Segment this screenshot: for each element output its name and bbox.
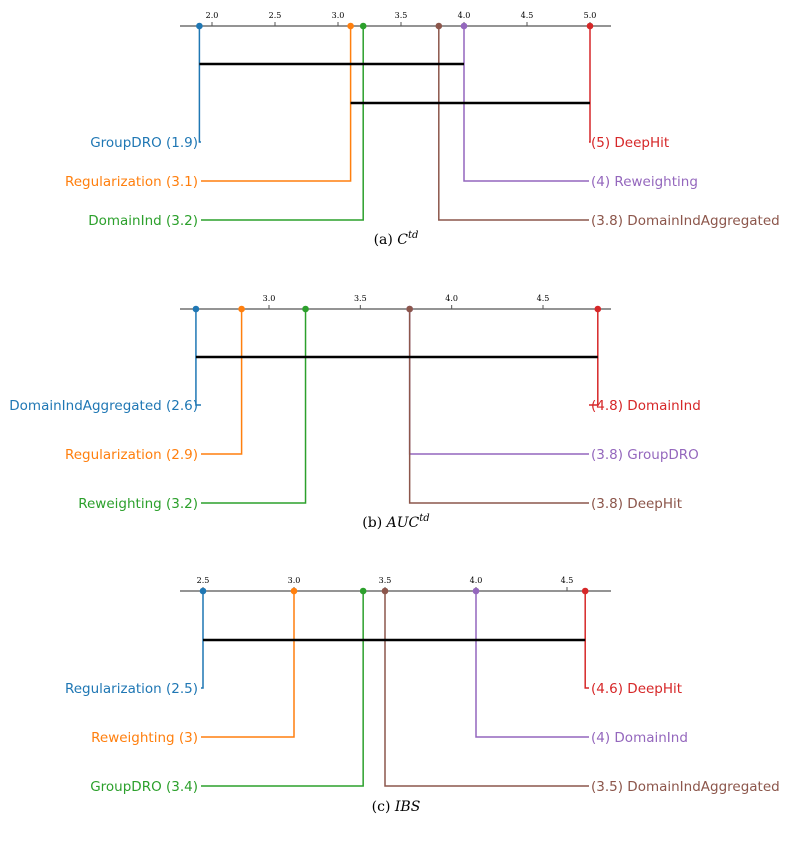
method-connector	[384, 591, 589, 787]
caption-metric: IBS	[394, 799, 420, 815]
tick-label: 2.5	[269, 11, 282, 20]
tick-label: 2.5	[197, 576, 210, 585]
rank-marker	[594, 305, 602, 313]
method-connector	[201, 309, 243, 455]
rank-marker	[192, 305, 200, 313]
tick-label: 5.0	[584, 11, 597, 20]
method-connector	[408, 309, 589, 504]
rank-marker	[435, 22, 443, 30]
method-label: (4) Reweighting	[591, 174, 698, 190]
method-connector	[201, 591, 204, 689]
tick-label: 3.0	[288, 576, 301, 585]
method-label: (4.6) DeepHit	[591, 681, 682, 697]
method-label: (3.8) DeepHit	[591, 496, 682, 512]
method-connector	[198, 26, 201, 143]
method-label: (3.8) DomainIndAggregated	[591, 213, 780, 229]
rank-marker	[238, 305, 245, 313]
rank-marker	[196, 22, 203, 30]
method-connector	[201, 309, 307, 504]
tick-label: 3.0	[263, 294, 276, 303]
method-label: (3.5) DomainIndAggregated	[591, 779, 780, 795]
method-label: (4) DomainInd	[591, 730, 688, 746]
method-label: Regularization (3.1)	[65, 174, 198, 190]
caption-superscript: td	[419, 513, 429, 524]
method-connector	[475, 591, 589, 738]
tick-label: 4.0	[470, 576, 483, 585]
method-connector	[201, 26, 352, 182]
rank-marker	[359, 587, 367, 595]
method-label: Regularization (2.5)	[65, 681, 198, 697]
method-label: Reweighting (3.2)	[78, 496, 198, 512]
rank-marker	[359, 22, 367, 30]
rank-marker	[381, 587, 389, 595]
rank-marker	[460, 22, 468, 30]
method-label: DomainInd (3.2)	[88, 213, 198, 229]
method-label: GroupDRO (1.9)	[90, 135, 198, 151]
tick-label: 4.0	[458, 11, 471, 20]
tick-label: 2.0	[206, 11, 219, 20]
method-connector	[201, 591, 295, 738]
method-connector	[201, 26, 364, 221]
panel-caption: (b) AUCtd	[362, 513, 429, 531]
rank-marker	[302, 305, 309, 313]
tick-label: 4.5	[521, 11, 534, 20]
method-label: Regularization (2.9)	[65, 447, 198, 463]
method-connector	[438, 26, 589, 221]
caption-superscript: td	[408, 230, 418, 241]
caption-metric: C	[397, 232, 408, 248]
method-label: GroupDRO (3.4)	[90, 779, 198, 795]
caption-prefix: (b)	[362, 515, 386, 531]
rank-marker	[406, 305, 413, 313]
method-label: DomainIndAggregated (2.6)	[9, 398, 198, 414]
tick-label: 3.5	[395, 11, 408, 20]
method-connector	[463, 26, 589, 182]
tick-label: 4.5	[537, 294, 550, 303]
tick-label: 3.5	[354, 294, 367, 303]
caption-prefix: (c)	[372, 799, 395, 815]
method-label: Reweighting (3)	[91, 730, 198, 746]
rank-marker	[472, 587, 480, 595]
tick-label: 4.5	[561, 576, 574, 585]
method-connector	[589, 309, 599, 406]
method-label: (3.8) GroupDRO	[591, 447, 699, 463]
caption-prefix: (a)	[374, 232, 398, 248]
rank-marker	[586, 22, 594, 30]
rank-marker	[199, 587, 207, 595]
rank-marker	[581, 587, 589, 595]
method-connector	[195, 309, 201, 406]
method-connector	[408, 309, 589, 455]
rank-marker	[290, 587, 298, 595]
tick-label: 3.0	[332, 11, 345, 20]
method-connector	[589, 26, 591, 143]
panel-caption: (a) Ctd	[374, 230, 419, 248]
method-label: (4.8) DomainInd	[591, 398, 701, 414]
rank-marker	[347, 22, 354, 30]
caption-metric: AUC	[385, 515, 420, 531]
tick-label: 4.0	[445, 294, 458, 303]
method-label: (5) DeepHit	[591, 135, 669, 151]
method-connector	[584, 591, 589, 689]
panel-caption: (c) IBS	[372, 799, 421, 815]
method-connector	[201, 591, 364, 787]
tick-label: 3.5	[379, 576, 392, 585]
